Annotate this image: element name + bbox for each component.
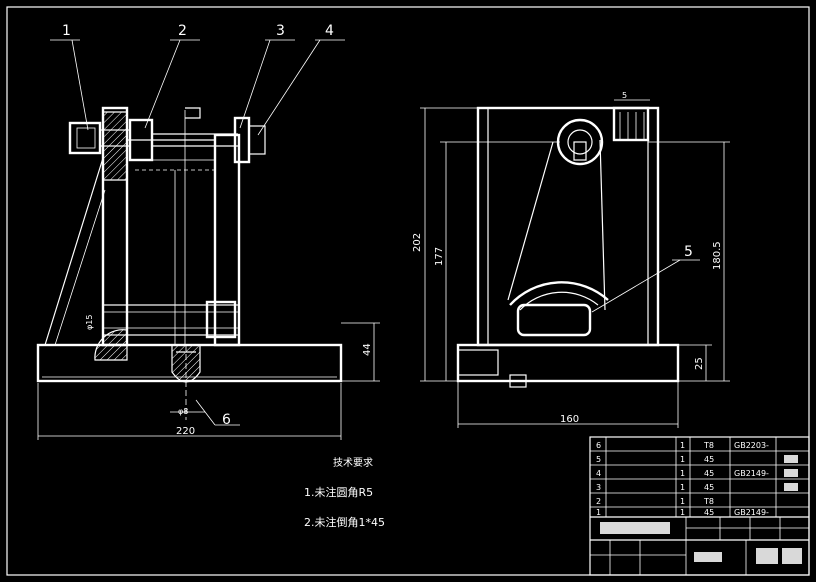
svg-text:45: 45	[704, 508, 714, 517]
dim-177: 177	[434, 247, 445, 266]
front-view: 220 44 φ8 φ15 1 2 3 4 6	[36, 23, 380, 440]
note-line-1: 1.未注圆角R5	[304, 485, 373, 499]
shaft-dim-label: φ15	[85, 315, 94, 330]
front-right-post	[213, 133, 241, 347]
svg-text:T8: T8	[703, 497, 714, 506]
svg-text:GB2149-: GB2149-	[734, 469, 769, 478]
lower-pin	[102, 304, 240, 336]
dim-180-5: 180.5	[712, 241, 723, 270]
svg-text:1: 1	[680, 483, 685, 492]
svg-text:6: 6	[596, 441, 601, 450]
svg-text:4: 4	[596, 469, 601, 478]
balloon-5: 5	[684, 244, 693, 260]
svg-text:1: 1	[680, 441, 685, 450]
side-arc	[509, 281, 609, 306]
svg-text:45: 45	[704, 455, 714, 464]
svg-text:GB2149-: GB2149-	[734, 508, 769, 517]
svg-text:45: 45	[704, 469, 714, 478]
balloon-1: 1	[62, 23, 71, 39]
svg-text:5: 5	[596, 455, 601, 464]
svg-text:1: 1	[680, 469, 685, 478]
section-hatch-top	[102, 111, 128, 181]
side-body	[476, 106, 660, 347]
bolt-head	[68, 121, 102, 155]
bom-row: 2 1 T8	[596, 497, 714, 506]
svg-text:2: 2	[596, 497, 601, 506]
svg-text:1: 1	[680, 508, 685, 517]
bom-row: 6 1 T8 GB2203-	[596, 441, 769, 450]
dim-25: 25	[694, 357, 705, 370]
svg-text:T8: T8	[703, 441, 714, 450]
nut	[233, 116, 251, 164]
svg-text:1: 1	[680, 455, 685, 464]
note-line-2: 2.未注倒角1*45	[304, 515, 385, 529]
technical-notes: 技术要求 1.未注圆角R5 2.未注倒角1*45	[304, 456, 385, 529]
dim-44: 44	[362, 343, 373, 356]
bom-row: 5 1 45	[596, 455, 714, 464]
dim-220: 220	[176, 426, 195, 437]
side-view: 202 177 180.5 25 160 5 5	[412, 91, 730, 428]
notes-title: 技术要求	[333, 456, 373, 469]
svg-text:1: 1	[596, 508, 601, 517]
v-block	[516, 303, 592, 337]
svg-text:3: 3	[596, 483, 601, 492]
svg-text:1: 1	[680, 497, 685, 506]
drawing-frame	[6, 6, 810, 576]
section-hatch-bottom	[94, 329, 128, 361]
balloon-4: 4	[325, 23, 334, 39]
svg-text:45: 45	[704, 483, 714, 492]
bom-row: 3 1 45	[596, 483, 714, 492]
svg-text:GB2203-: GB2203-	[734, 441, 769, 450]
slot-dim-label: 5	[622, 91, 627, 100]
bom-row: 1 1 45 GB2149-	[596, 508, 769, 517]
balloon-6: 6	[222, 412, 231, 428]
screw-block	[612, 106, 650, 142]
balloon-3: 3	[276, 23, 285, 39]
dim-202: 202	[412, 233, 423, 252]
title-block: 6 1 T8 GB2203- 5 1 45 4 1 45 GB2149- 3 1…	[589, 436, 810, 576]
bom-row: 4 1 45 GB2149-	[596, 469, 769, 478]
pin-dim-label: φ8	[178, 407, 188, 416]
balloon-2: 2	[178, 23, 187, 39]
dim-160: 160	[560, 414, 579, 425]
